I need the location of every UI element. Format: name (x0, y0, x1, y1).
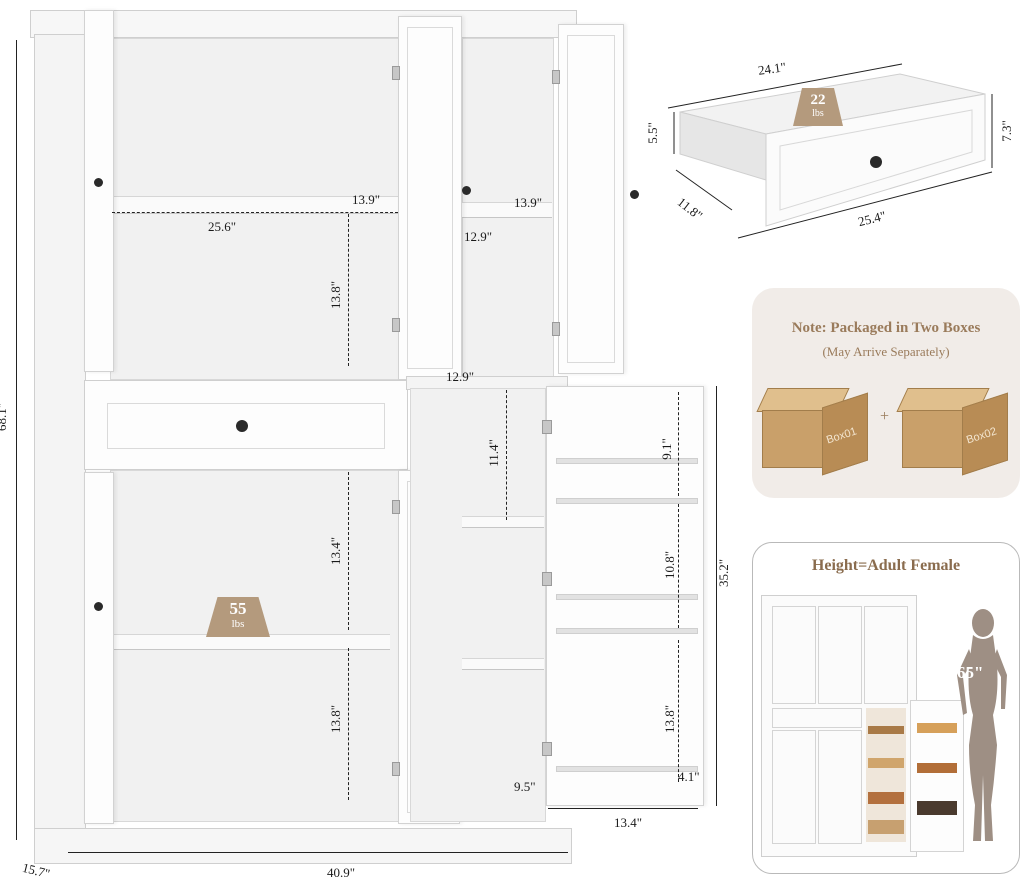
hinge-icon (542, 572, 552, 586)
door-rack-3 (556, 594, 698, 600)
door-inner-depth-label: 9.5" (514, 779, 536, 794)
upper-right-depth-label: 13.9" (514, 195, 543, 210)
upper-left-height-label: 13.8" (328, 280, 344, 310)
cabinet-illustration (30, 10, 730, 870)
lower-right-height-label: 35.2" (716, 558, 732, 588)
drawer-illustration (667, 63, 993, 239)
box01-icon: Box01 (756, 380, 872, 476)
hinge-icon (542, 742, 552, 756)
upper-door-left[interactable] (398, 16, 462, 380)
drawer-outer-height-label: 7.3" (998, 120, 1014, 142)
door-width-label: 13.4" (614, 815, 643, 830)
upper-right-shelf (462, 202, 552, 218)
middle-width-label: 12.9" (446, 369, 475, 384)
box02-icon: Box02 (896, 380, 1012, 476)
shelf-weight-badge: 55 lbs (206, 597, 270, 637)
packaging-note-title: Note: Packaged in Two Boxes (791, 320, 981, 336)
upper-left-width-label: 25.6" (208, 219, 237, 234)
female-height-label: 65" (957, 663, 984, 682)
cabinet-crown (30, 10, 577, 38)
packaging-note-card: Note: Packaged in Two Boxes (May Arrive … (752, 288, 1020, 498)
lower-door-far-left[interactable] (84, 472, 114, 824)
drawer-inner-height-label: 5.5" (644, 122, 660, 144)
lower-right-height-line (716, 386, 717, 806)
lower-left-bottom-height-label: 13.8" (328, 704, 344, 734)
middle-drawer[interactable] (84, 380, 408, 470)
hinge-icon (542, 420, 552, 434)
drawer-weight-badge: 22 lbs (793, 88, 843, 126)
knob-icon (630, 190, 639, 199)
hinge-icon (392, 66, 400, 80)
packaging-note-subtitle: (May Arrive Separately) (822, 344, 950, 359)
door-shelf-3-label: 13.8" (662, 704, 678, 734)
drawer-knob-icon (236, 420, 248, 432)
lower-left-top-height-line (348, 472, 349, 630)
upper-left-width-line (112, 212, 398, 213)
lower-left-bottom-height-line (348, 648, 349, 800)
door-rack-5 (556, 766, 698, 772)
door-shelf-1-line (678, 392, 679, 496)
knob-icon (94, 178, 103, 187)
door-shelf-1-label: 9.1" (658, 438, 674, 460)
lower-right-top-height-line (506, 390, 507, 520)
cabinet-base (34, 828, 572, 864)
mini-pantry-interior (866, 708, 906, 842)
drawer-detail: 24.1" 25.4" 11.8" 5.5" 7.3" (640, 50, 1020, 260)
drawer-weight-value: 22 (810, 92, 826, 108)
upper-door-far-left[interactable] (84, 10, 114, 372)
hinge-icon (552, 322, 560, 336)
width-line (68, 852, 568, 853)
plus-sign: + (880, 408, 890, 425)
lower-right-compartment (410, 388, 546, 822)
door-shelf-depth-label: 4.1" (678, 769, 700, 784)
mini-cabinet (761, 595, 964, 857)
lower-right-shelf-1 (462, 516, 544, 528)
mini-pantry-door (910, 700, 964, 852)
knob-icon (462, 186, 471, 195)
lower-right-top-height-label: 11.4" (485, 439, 501, 467)
door-rack-2 (556, 498, 698, 504)
door-width-line (548, 808, 698, 809)
weight-value: 55 (229, 599, 247, 618)
upper-left-height-line (348, 214, 349, 366)
height-line (16, 40, 17, 840)
overall-width-label: 40.9" (327, 865, 356, 880)
door-shelf-3-line (678, 640, 679, 782)
upper-door-right[interactable] (558, 24, 624, 374)
door-shelf-2-label: 10.8" (662, 550, 678, 580)
door-shelf-2-line (678, 504, 679, 628)
height-comparison-title: Height=Adult Female (811, 557, 961, 574)
cabinet-left-side (34, 34, 86, 836)
overall-height-label: 68.1" (0, 402, 10, 432)
female-silhouette-icon (957, 609, 1007, 841)
hinge-icon (552, 70, 560, 84)
upper-left-depth-label: 13.9" (352, 192, 381, 207)
hinge-icon (392, 318, 400, 332)
upper-right-width-label: 12.9" (464, 229, 493, 244)
lower-left-top-height-label: 13.4" (328, 536, 344, 566)
lower-right-shelf-2 (462, 658, 544, 670)
weight-unit: lbs (231, 618, 245, 630)
upper-left-shelf (110, 196, 400, 214)
knob-icon (94, 602, 103, 611)
door-rack-4 (556, 628, 698, 634)
hinge-icon (392, 762, 400, 776)
drawer-weight-unit: lbs (812, 108, 824, 119)
height-comparison-card: Height=Adult Female 65" (752, 542, 1020, 874)
hinge-icon (392, 500, 400, 514)
door-rack-1 (556, 458, 698, 464)
